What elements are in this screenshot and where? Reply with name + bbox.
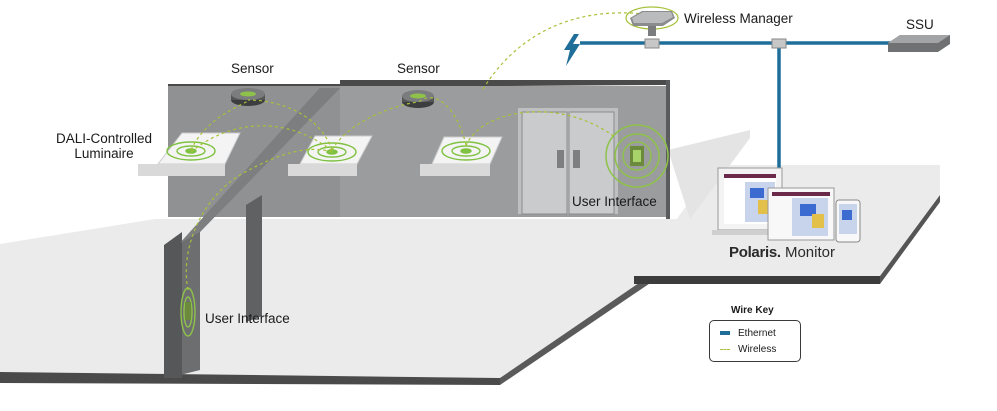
sensor-right-device (402, 90, 434, 108)
main-floor-edge (0, 372, 500, 385)
brand-part-2: Monitor (780, 244, 835, 261)
user-interface-left-label: User Interface (205, 311, 290, 326)
sensor-right-label: Sensor (397, 61, 440, 76)
divider-wall (180, 88, 340, 375)
ethernet-key-label: Ethernet (738, 327, 776, 339)
wireless-bolt (564, 34, 580, 66)
wire-key-title: Wire Key (731, 305, 774, 316)
monitor-platform-edge (634, 276, 880, 284)
ethernet-swatch (720, 331, 730, 335)
sensor-left-label: Sensor (231, 61, 274, 76)
wire-key-ethernet: Ethernet (720, 327, 776, 339)
user-interface-right-label: User Interface (572, 194, 657, 209)
ssu-device (888, 35, 950, 52)
wireless-swatch (720, 348, 730, 350)
wireless-manager-device (625, 6, 679, 36)
wire-key-wireless: Wireless (720, 343, 776, 355)
polaris-monitor-label: Polaris. Monitor (729, 244, 835, 261)
luminaire-label-line1: DALI-Controlled (55, 131, 153, 146)
wireless-manager-label: Wireless Manager (684, 11, 793, 26)
user-interface-right-device (605, 124, 669, 188)
luminaire-label: DALI-Controlled Luminaire (52, 131, 156, 161)
ssu-label: SSU (906, 17, 934, 32)
main-floor (0, 219, 690, 378)
polaris-monitor-screens (712, 167, 861, 243)
brand-part-1: Polaris. (729, 244, 781, 261)
wireless-key-label: Wireless (738, 343, 777, 355)
wireless-links (185, 12, 653, 291)
wire-key: Ethernet Wireless (709, 320, 801, 362)
sensor-left-device (231, 88, 265, 106)
luminaire-label-line2: Luminaire (74, 146, 134, 161)
